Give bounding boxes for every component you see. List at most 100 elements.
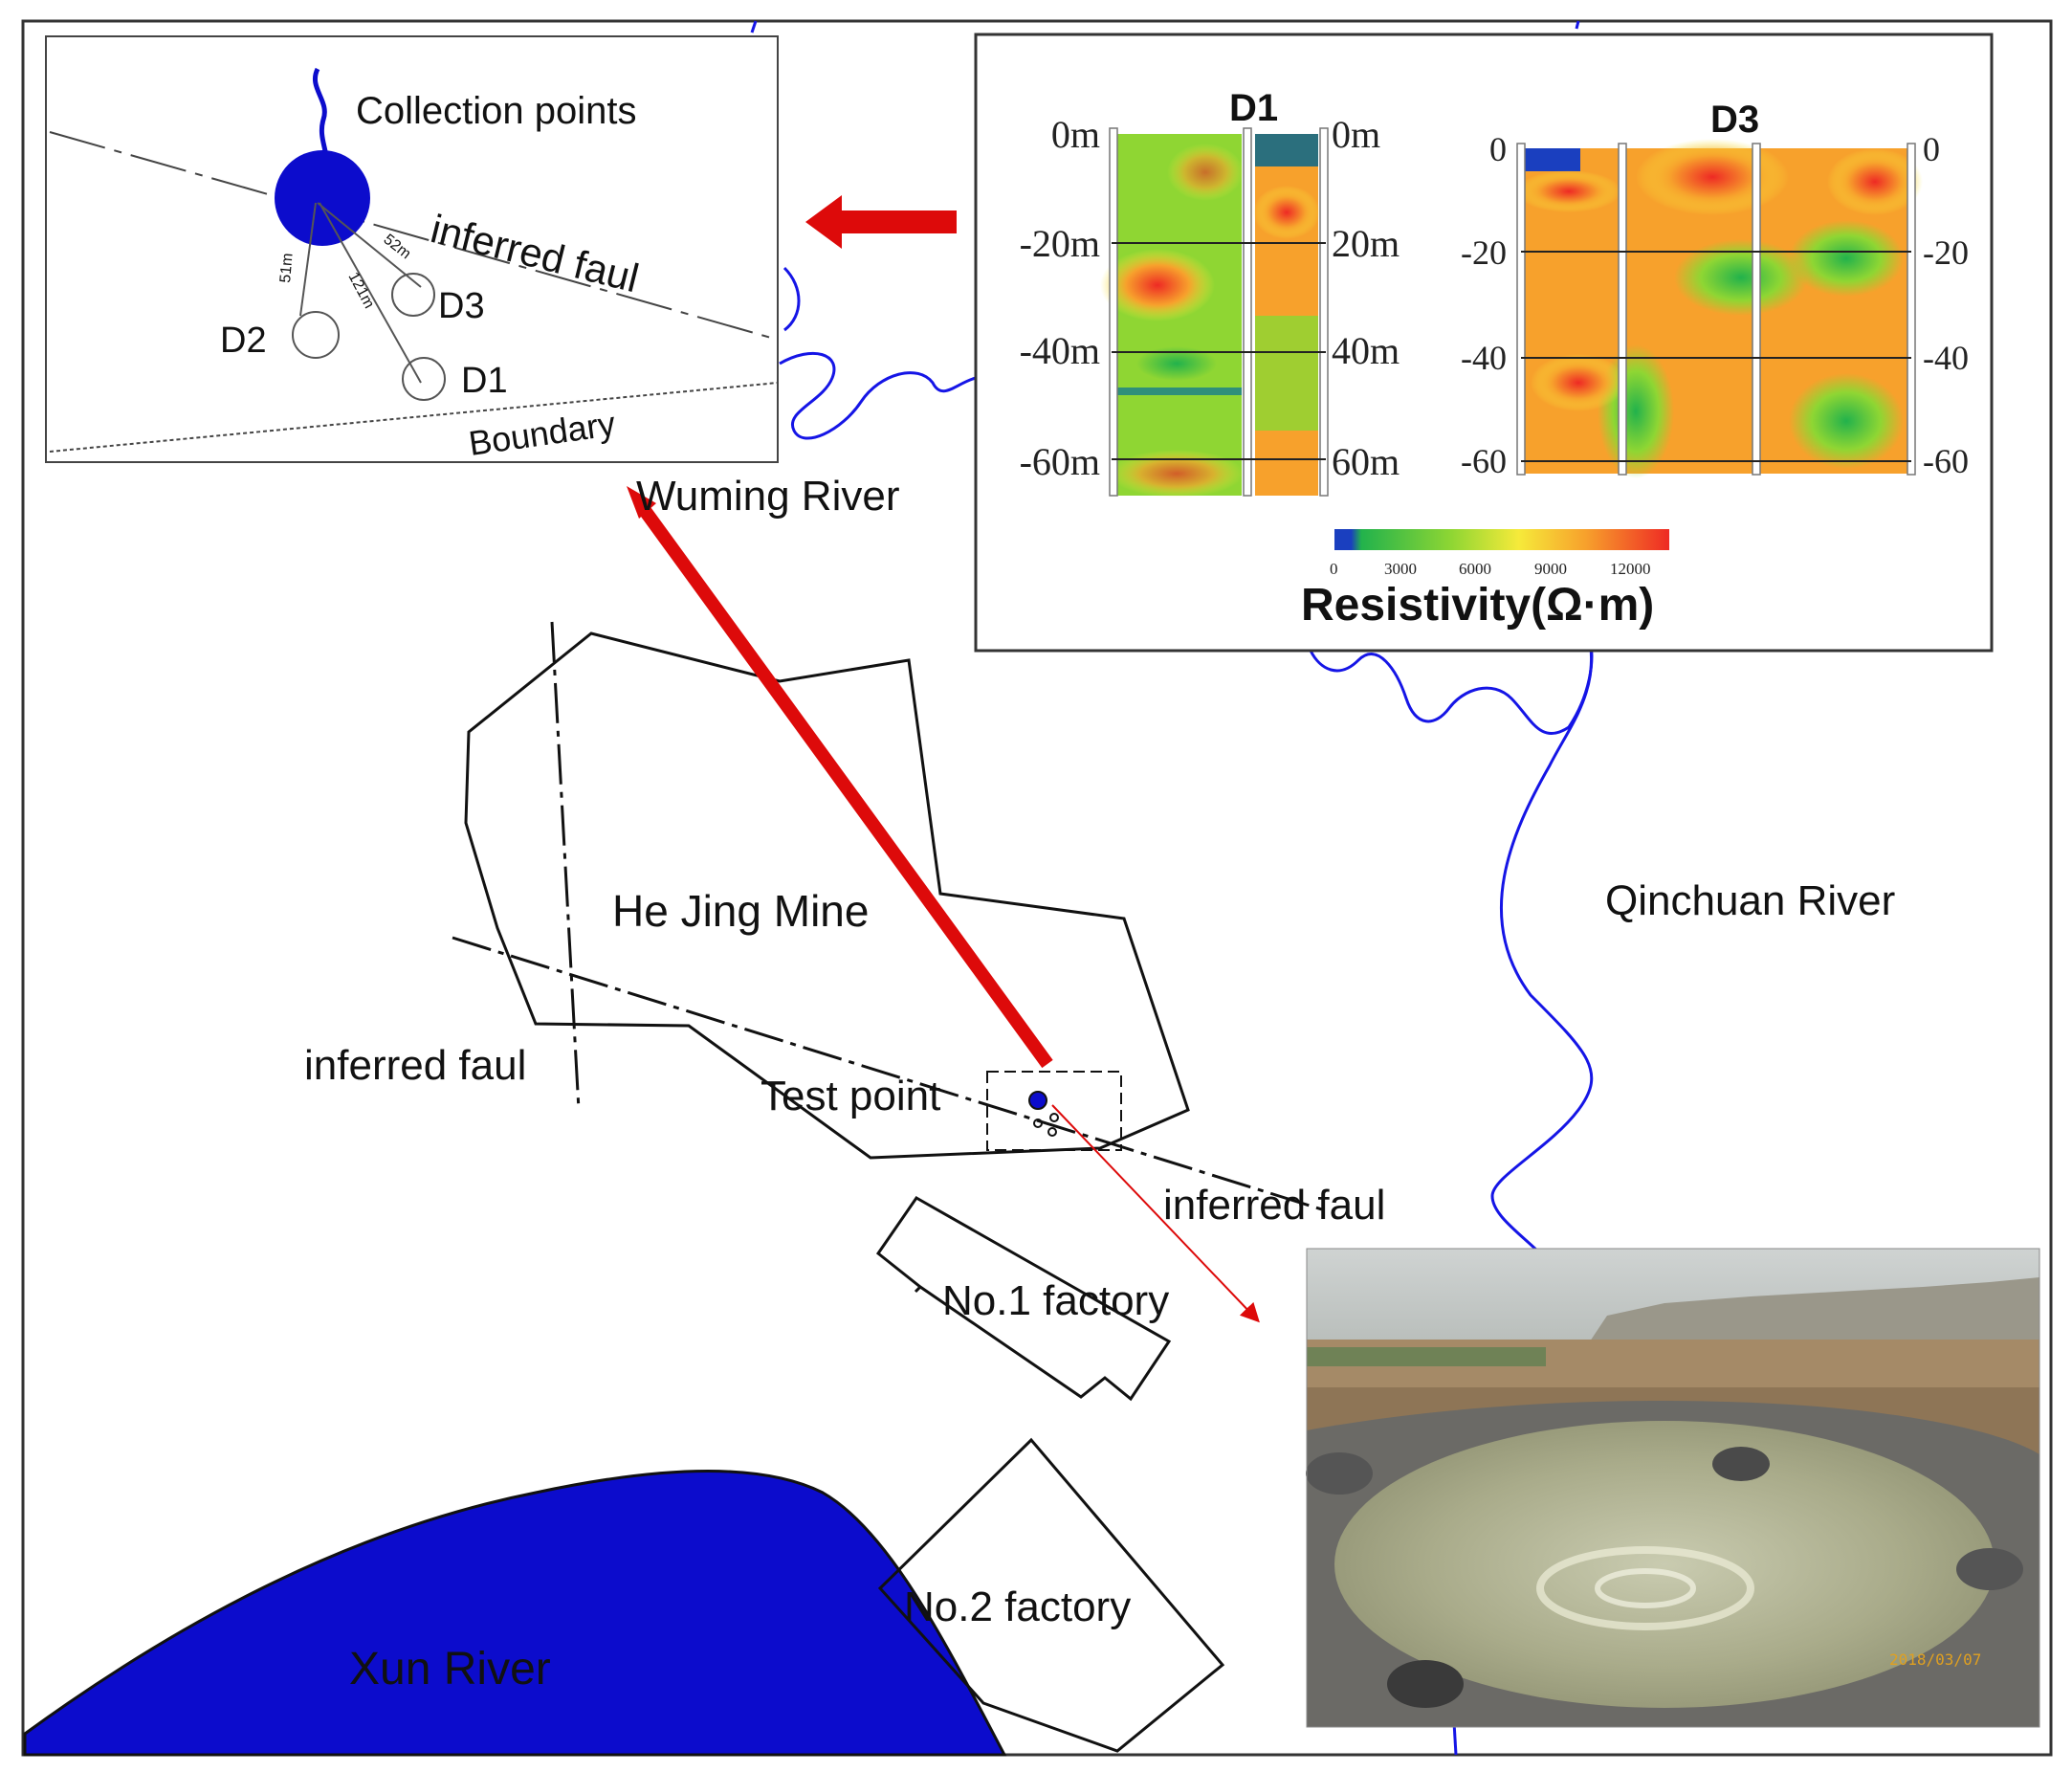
factory-1-label: No.1 factory: [942, 1277, 1169, 1324]
inset-resistivity: D1 D3 0m -20m -40m -60m 0m 20m 40m 60m 0…: [974, 33, 1994, 653]
inset-d1-label: D1: [461, 361, 508, 401]
d3-depth-left-0: 0: [1489, 130, 1507, 168]
colorbar-tick-0: 0: [1330, 560, 1338, 578]
factory-2-outline: [877, 1437, 1225, 1753]
d1-low-band: [1112, 388, 1242, 395]
colorbar-tick-3: 9000: [1534, 560, 1567, 578]
d1-bar-1: [1109, 127, 1118, 497]
photo-rock-3: [1387, 1660, 1464, 1708]
d1-depth-left-3: -60m: [1020, 440, 1100, 483]
d3-bar-1: [1516, 143, 1526, 476]
big-red-arrow-shaft: [635, 500, 1053, 1069]
d1-hot-zone-1: [1100, 249, 1215, 321]
d3-hot-2: [1636, 139, 1789, 215]
d1b-top-blue: [1255, 134, 1318, 166]
d1-bar-2: [1243, 127, 1252, 497]
wuming-river: [750, 20, 977, 440]
inset-layout-frame: [45, 35, 779, 463]
d1-depth-left-1: -20m: [1020, 222, 1100, 265]
d3-hot-3: [1827, 148, 1923, 215]
inset-d1-circle: [402, 357, 446, 401]
test-point-d1: [1047, 1127, 1057, 1137]
d3-title: D3: [1710, 99, 1759, 141]
inset-red-arrow: [805, 195, 957, 249]
d3-depth-right-1: -20: [1923, 233, 1969, 272]
d1-hot-zone-3: [1110, 450, 1244, 498]
test-point-label: Test point: [760, 1073, 940, 1119]
d1-depth-right-0: 0m: [1332, 113, 1380, 156]
inset-d2-label: D2: [220, 321, 267, 361]
d3-depth-right-0: 0: [1923, 130, 1940, 168]
qinchuan-river: [1490, 20, 1594, 1255]
d3-green-2: [1789, 220, 1904, 297]
fault-west-label: inferred faul: [304, 1042, 526, 1089]
d3-green-4: [1789, 373, 1904, 469]
photo-date-stamp: 2018/03/07: [1889, 1650, 1981, 1669]
d3-bar-4: [1907, 143, 1916, 476]
d1-green-zone: [1110, 335, 1244, 392]
xun-river-area: [23, 1470, 1007, 1757]
colorbar-tick-1: 3000: [1384, 560, 1417, 578]
inset-layout: Collection points inferred faul Boundary…: [45, 35, 779, 463]
d1-bar-3: [1319, 127, 1329, 497]
qinchuan-river-bottom: [1452, 1721, 1458, 1756]
d1-title: D1: [1229, 87, 1278, 129]
inset-boundary-line: [49, 382, 779, 453]
inset-collection-point: [275, 150, 370, 246]
inset-d3-circle: [391, 273, 435, 317]
d1-hot-zone-2: [1167, 144, 1244, 201]
site-photo: 2018/03/07: [1306, 1248, 2040, 1728]
inset-line-d3: [317, 202, 422, 288]
d3-depth-right-2: -40: [1923, 339, 1969, 377]
factory-1-outline: [875, 1196, 1172, 1402]
factory-2-label: No.2 factory: [904, 1584, 1131, 1630]
photo-whirl-inner: [1595, 1568, 1696, 1608]
qinchuan-river-label: Qinchuan River: [1605, 877, 1895, 924]
photo-rock-2: [1712, 1447, 1770, 1481]
xun-river-label: Xun River: [349, 1644, 551, 1694]
colorbar: [1334, 529, 1669, 550]
d1b-hot: [1253, 186, 1320, 239]
photo-rock-1: [1306, 1452, 1373, 1495]
d1-depth-left-0: 0m: [1051, 113, 1100, 156]
inset-line-d1: [319, 202, 422, 384]
d3-hot-1: [1516, 170, 1621, 212]
big-red-arrow-head: [627, 486, 656, 519]
fault-line-diagonal: [452, 936, 1326, 1212]
d1-depth-right-3: 60m: [1332, 440, 1400, 483]
inset-d2-circle: [292, 311, 340, 359]
colorbar-tick-4: 12000: [1610, 560, 1651, 578]
fault-line-vertical: [550, 621, 581, 1111]
mine-label: He Jing Mine: [612, 886, 869, 936]
d1b-green: [1255, 316, 1318, 431]
inset-d3-label: D3: [438, 286, 485, 326]
d1-depth-right-2: 40m: [1332, 329, 1400, 372]
photo-rock-4: [1956, 1548, 2023, 1590]
d3-depth-left-1: -20: [1461, 233, 1507, 272]
photo-pond: [1334, 1421, 1995, 1708]
d3-bar-3: [1752, 143, 1761, 476]
d3-green-1: [1674, 239, 1808, 316]
d3-bar-2: [1618, 143, 1627, 476]
d3-depth-left-2: -40: [1461, 339, 1507, 377]
d1-depth-left-2: -40m: [1020, 329, 1100, 372]
he-jing-mine-boundary: [464, 631, 1190, 1160]
inset-line-d2: [299, 202, 317, 317]
test-point-d3: [1049, 1113, 1059, 1122]
test-point-d2: [1033, 1119, 1043, 1128]
colorbar-tick-2: 6000: [1459, 560, 1491, 578]
photo-hills: [1588, 1277, 2039, 1344]
photo-grass: [1307, 1347, 1546, 1366]
d3-depth-right-3: -60: [1923, 442, 1969, 480]
inset-fault-line: [49, 131, 779, 341]
fault-east-label: inferred faul: [1163, 1182, 1385, 1229]
d3-depth-left-3: -60: [1461, 442, 1507, 480]
inset-dist-d2: 51m: [277, 253, 297, 283]
colorbar-title: Resistivity(Ω·m): [1301, 580, 1654, 631]
test-point-box: [986, 1071, 1122, 1151]
test-point-marker: [1028, 1091, 1047, 1110]
wuming-river-label: Wuming River: [636, 473, 899, 520]
thin-red-arrow: [1051, 1104, 1260, 1323]
d1-depth-right-1: 20m: [1332, 222, 1400, 265]
